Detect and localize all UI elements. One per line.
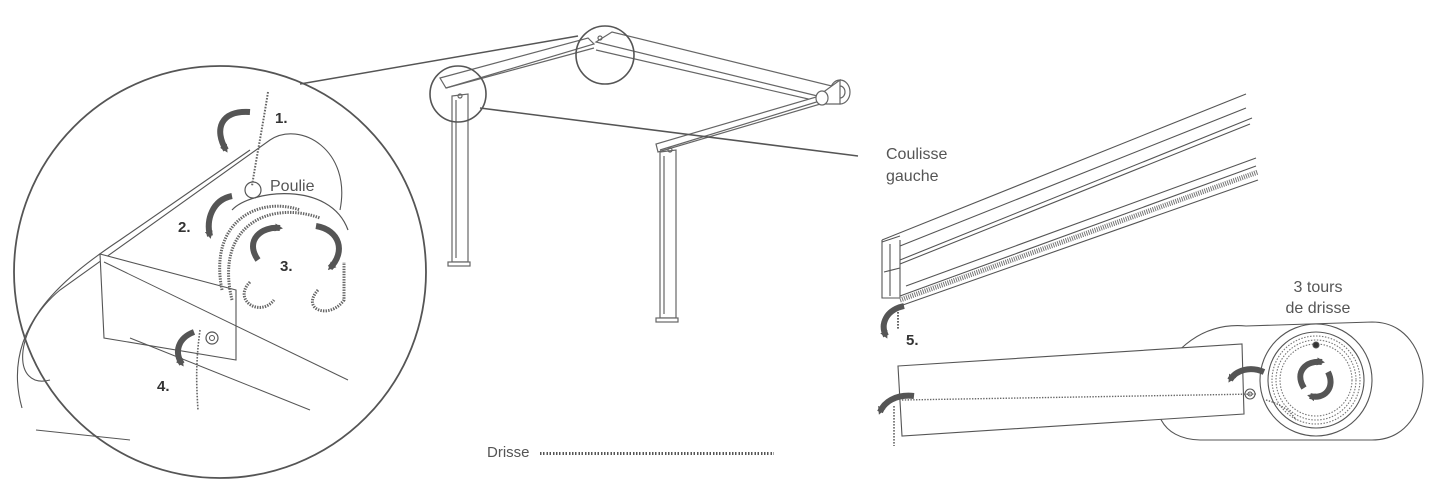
legend-drisse-line [539,451,774,455]
legend-drisse: Drisse [487,444,774,461]
step-label-3: 3. [280,258,293,275]
drum-detail [893,321,1424,446]
step-label-2: 2. [178,219,191,236]
left-rail-detail [881,93,1259,330]
step5-arrow [880,303,905,339]
label-coulisse-line1: Coulisse [886,146,948,163]
step-label-4: 4. [157,378,170,395]
label-poulie: Poulie [270,178,315,195]
step-arrows-left [175,108,342,367]
legend-drisse-label: Drisse [487,444,530,461]
label-coulisse-line2: gauche [886,168,939,185]
step-label-1: 1. [275,110,288,127]
pulley-detail-circle [13,65,427,479]
label-tours-line2: de drisse [1285,300,1351,317]
pergola-frame [429,25,851,323]
drum-arrows [877,357,1334,415]
callout-connectors [299,35,859,157]
label-tours-line1: 3 tours [1293,279,1343,296]
step-label-5: 5. [906,332,919,349]
